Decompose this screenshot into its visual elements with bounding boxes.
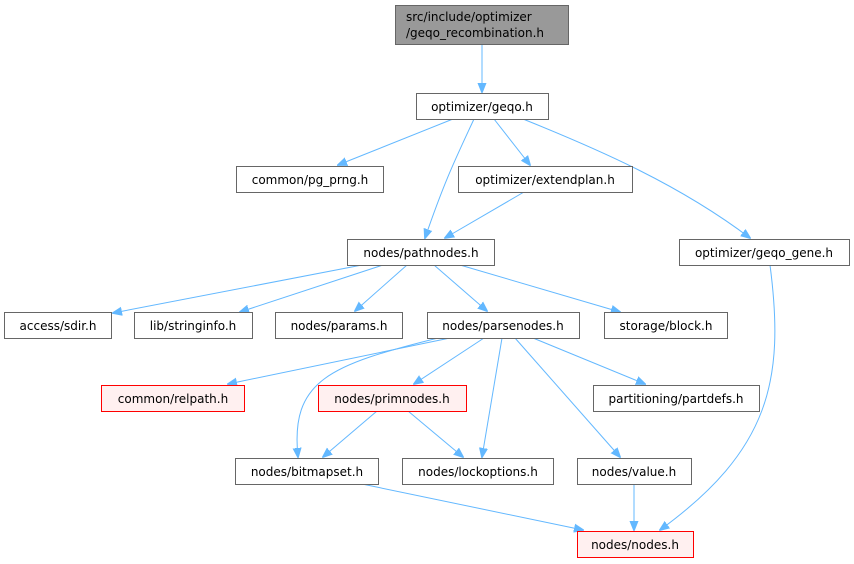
edge-parsenodes-bitmapset	[297, 337, 439, 457]
node-label: lib/stringinfo.h	[150, 319, 237, 333]
edge-primnodes-bitmapset	[323, 410, 378, 457]
node-block[interactable]: storage/block.h	[604, 312, 728, 339]
edge-geqo-geqo_gene	[522, 118, 750, 238]
node-label: nodes/lockoptions.h	[418, 465, 538, 479]
node-label: common/pg_prng.h	[252, 173, 369, 187]
node-label: nodes/nodes.h	[591, 538, 679, 552]
node-root-file[interactable]: src/include/optimizer /geqo_recombinatio…	[395, 5, 569, 45]
node-label: src/include/optimizer	[406, 10, 532, 24]
node-label: nodes/params.h	[291, 319, 388, 333]
edge-parsenodes-value	[514, 337, 620, 457]
node-label: nodes/pathnodes.h	[363, 246, 478, 260]
node-label: nodes/primnodes.h	[334, 392, 449, 406]
node-lockoptions[interactable]: nodes/lockoptions.h	[402, 458, 554, 485]
node-params[interactable]: nodes/params.h	[275, 312, 403, 339]
node-pg-prng[interactable]: common/pg_prng.h	[236, 166, 384, 193]
node-nodes[interactable]: nodes/nodes.h	[577, 531, 694, 558]
node-extendplan[interactable]: optimizer/extendplan.h	[458, 166, 633, 193]
node-primnodes[interactable]: nodes/primnodes.h	[318, 385, 467, 412]
node-label: partitioning/partdefs.h	[608, 392, 743, 406]
node-label: storage/block.h	[620, 319, 713, 333]
edge-parsenodes-primnodes	[414, 337, 485, 384]
node-pathnodes[interactable]: nodes/pathnodes.h	[347, 239, 495, 266]
edge-primnodes-lockoptions	[407, 410, 463, 457]
node-bitmapset[interactable]: nodes/bitmapset.h	[235, 458, 379, 485]
edge-extendplan-pathnodes	[445, 191, 525, 238]
edge-geqo-pathnodes	[425, 118, 475, 238]
node-label: common/relpath.h	[118, 392, 228, 406]
edge-geqo-pg_prng	[338, 118, 454, 165]
edge-parsenodes-partdefs	[532, 337, 645, 384]
node-stringinfo[interactable]: lib/stringinfo.h	[134, 312, 253, 339]
edge-bitmapset-nodes	[361, 483, 583, 530]
node-label: nodes/parsenodes.h	[442, 319, 563, 333]
edge-pathnodes-parsenodes	[433, 264, 487, 311]
node-label: optimizer/geqo.h	[431, 100, 533, 114]
edge-geqo_gene-nodes	[660, 264, 776, 530]
edge-pathnodes-block	[459, 264, 620, 312]
node-geqo-gene[interactable]: optimizer/geqo_gene.h	[679, 239, 850, 266]
node-relpath[interactable]: common/relpath.h	[101, 385, 245, 412]
node-parsenodes[interactable]: nodes/parsenodes.h	[427, 312, 580, 339]
edge-parsenodes-relpath	[228, 337, 451, 384]
edge-pathnodes-stringinfo	[240, 264, 384, 312]
edge-parsenodes-lockoptions	[482, 337, 503, 457]
node-label: optimizer/geqo_gene.h	[695, 246, 833, 260]
node-value[interactable]: nodes/value.h	[577, 458, 692, 485]
edge-pathnodes-params	[355, 264, 408, 311]
node-label: nodes/bitmapset.h	[251, 465, 363, 479]
node-label: optimizer/extendplan.h	[475, 173, 615, 187]
node-geqo[interactable]: optimizer/geqo.h	[416, 93, 549, 120]
node-label: access/sdir.h	[20, 319, 97, 333]
node-sdir[interactable]: access/sdir.h	[4, 312, 112, 339]
edge-geqo-extendplan	[493, 118, 530, 165]
node-label: /geqo_recombination.h	[406, 26, 544, 40]
node-label: nodes/value.h	[592, 465, 676, 479]
node-partdefs[interactable]: partitioning/partdefs.h	[593, 385, 760, 412]
edge-pathnodes-sdir	[113, 264, 363, 313]
